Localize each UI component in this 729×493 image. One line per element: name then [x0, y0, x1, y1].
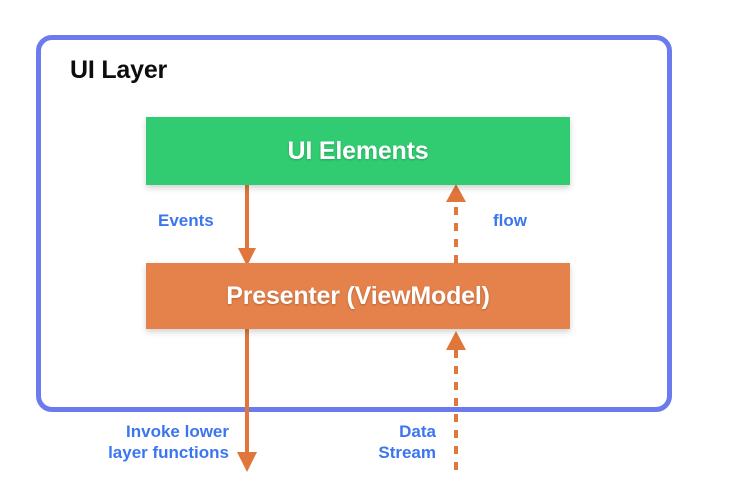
- edge-label-events: Events: [158, 211, 214, 230]
- edge-label-invoke-lower-layer: Invoke lower layer functions: [108, 422, 229, 462]
- ui-layer-title: UI Layer: [70, 56, 168, 84]
- block-presenter-label: Presenter (ViewModel): [226, 281, 490, 310]
- block-ui-elements-label: UI Elements: [287, 136, 429, 165]
- edge-label-flow: flow: [493, 211, 527, 230]
- edge-events-arrow: [238, 185, 256, 266]
- edge-invoke-lower-layer-arrow: [237, 329, 257, 472]
- ui-layer-container: [36, 35, 672, 412]
- block-ui-elements[interactable]: UI Elements: [146, 117, 570, 185]
- block-presenter[interactable]: Presenter (ViewModel): [146, 263, 570, 329]
- edge-flow-arrow: [446, 184, 466, 263]
- edge-label-data-stream: Data Stream: [378, 422, 436, 462]
- edge-data-stream-arrow: [446, 331, 466, 470]
